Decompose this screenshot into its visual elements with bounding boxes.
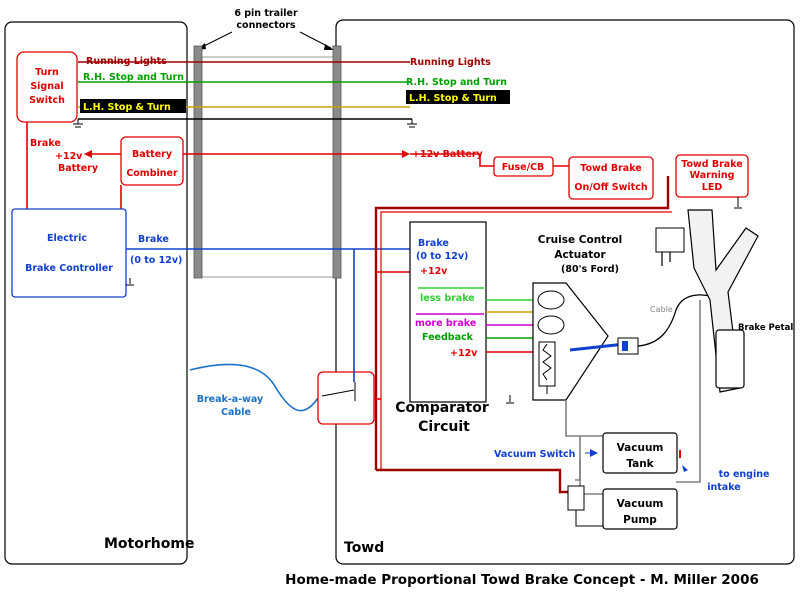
breakaway-label-1: Break-a-way: [197, 394, 264, 405]
comparator-box: [409, 221, 487, 403]
connectors-label-line2: connectors: [236, 20, 296, 31]
bus-12v-outer: [374, 176, 670, 470]
connector-left: [193, 45, 203, 279]
actuator-blue-rod: [569, 342, 626, 352]
on-off-switch-line1: Towd Brake: [580, 163, 641, 174]
warning-led-box: [675, 154, 749, 198]
brake-petal-label: Brake Petal: [738, 323, 793, 333]
vacuum-tank-box: [602, 432, 678, 474]
comparator-brake-in-2: (0 to 12v): [416, 251, 468, 262]
comparator-feedback: Feedback: [422, 332, 474, 343]
comparator-less-brake: less brake: [420, 293, 475, 304]
hose-actuator-tank: [565, 400, 604, 437]
label-lh-stop-right: L.H. Stop & Turn: [409, 93, 497, 104]
vacuum-switch-box: [567, 485, 585, 511]
vacswitch-to-pump: [575, 510, 604, 527]
turn-signal-switch-line1: Turn: [35, 67, 59, 78]
vacuum-switch-label: Vacuum Switch: [494, 449, 576, 460]
warning-led-line1: Towd Brake: [681, 159, 742, 170]
fuse-label: Fuse/CB: [502, 162, 545, 173]
label-lh-stop-left: L.H. Stop & Turn: [83, 102, 171, 113]
actuator-solenoid-top: [537, 290, 565, 310]
vacuum-pump-box: [602, 488, 678, 530]
battery-combiner-line2: Combiner: [126, 168, 178, 179]
pedal-cable: [637, 294, 717, 347]
label-brake-out-1: Brake: [138, 234, 169, 245]
vacuum-pump-line2: Pump: [623, 514, 657, 526]
arrow-12v-left: [84, 150, 92, 158]
comparator-brake-in-1: Brake: [418, 238, 449, 249]
bus-12v-to-vacswitch: [376, 468, 568, 494]
cruise-control-line3: (80's Ford): [561, 264, 619, 275]
comparator-12v-b: +12v: [450, 348, 478, 359]
engine-intake-line1: to engine: [719, 469, 770, 480]
comparator-12v: +12v: [420, 266, 448, 277]
connector-right: [332, 45, 342, 279]
brake-pedal-bracket: [655, 227, 685, 253]
battery-combiner-line1: Battery: [132, 149, 173, 160]
breakaway-cable: [189, 363, 319, 412]
brake-controller-line1: Electric: [47, 233, 87, 244]
on-off-switch-box: [568, 156, 654, 200]
vacuum-pump-line1: Vacuum: [617, 498, 664, 510]
diagram-title: Home-made Proportional Towd Brake Concep…: [285, 572, 759, 588]
vacuum-switch-arrowhead: [590, 449, 598, 457]
warning-led-line3: LED: [702, 182, 723, 193]
cruise-control-line2: Actuator: [554, 249, 606, 261]
vacuum-tank-line2: Tank: [626, 458, 654, 470]
label-brake-left: Brake: [30, 138, 61, 149]
brake-controller-box: [11, 208, 127, 298]
engine-intake-line2: intake: [707, 482, 740, 493]
actuator-solenoid-mid: [537, 315, 565, 335]
motorhome-label: Motorhome: [104, 536, 194, 552]
arrow-12v-right: [402, 150, 410, 158]
breakaway-switch-box: [317, 371, 375, 425]
on-off-switch-line2: On/Off Switch: [574, 182, 647, 193]
actuator-pot-resistor: [542, 343, 552, 381]
hose-pump-intake: [676, 300, 701, 483]
warning-led-line2: Warning: [690, 170, 735, 181]
label-brake-out-2: (0 to 12v): [130, 255, 182, 266]
turn-signal-switch-box: [16, 51, 78, 123]
label-running-lights-right: Running Lights: [410, 57, 491, 68]
label-running-lights-left: Running Lights: [86, 56, 167, 67]
breakaway-switch-lever: [321, 389, 355, 397]
comparator-title-1: Comparator: [395, 400, 489, 416]
brake-pedal-arm: [687, 209, 759, 393]
cable-label: Cable: [650, 305, 673, 314]
label-rh-stop-left: R.H. Stop and Turn: [83, 72, 184, 83]
label-12v-left-1: +12v: [55, 151, 83, 162]
battery-combiner-box: [120, 136, 184, 186]
comparator-title-2: Circuit: [418, 419, 470, 435]
label-lh-stop-left-bg: [80, 99, 186, 113]
actuator-cable-clamp-inner: [622, 341, 628, 351]
hose-vacswitch: [575, 460, 581, 481]
vacuum-tank-line1: Vacuum: [617, 442, 664, 454]
turn-signal-switch-line2: Signal: [30, 81, 63, 92]
towd-label: Towd: [344, 540, 384, 556]
cruise-control-line1: Cruise Control: [538, 234, 622, 246]
connectors-label-line1: 6 pin trailer: [234, 8, 298, 19]
label-rh-stop-right: R.H. Stop and Turn: [406, 77, 507, 88]
brake-pedal-pad: [715, 329, 745, 389]
label-12v-left-2: Battery: [58, 163, 99, 174]
engine-intake-arrowhead: [682, 465, 688, 472]
brake-controller-line2: Brake Controller: [25, 263, 113, 274]
breakaway-label-2: Cable: [221, 407, 251, 418]
wire-12v-to-fuse: [479, 154, 494, 167]
bus-12v-inner: [380, 211, 672, 470]
comparator-more-brake: more brake: [415, 318, 476, 329]
turn-signal-switch-line3: Switch: [29, 95, 65, 106]
connector-arrowhead-right: [324, 44, 334, 50]
label-lh-stop-right-bg: [406, 90, 510, 104]
